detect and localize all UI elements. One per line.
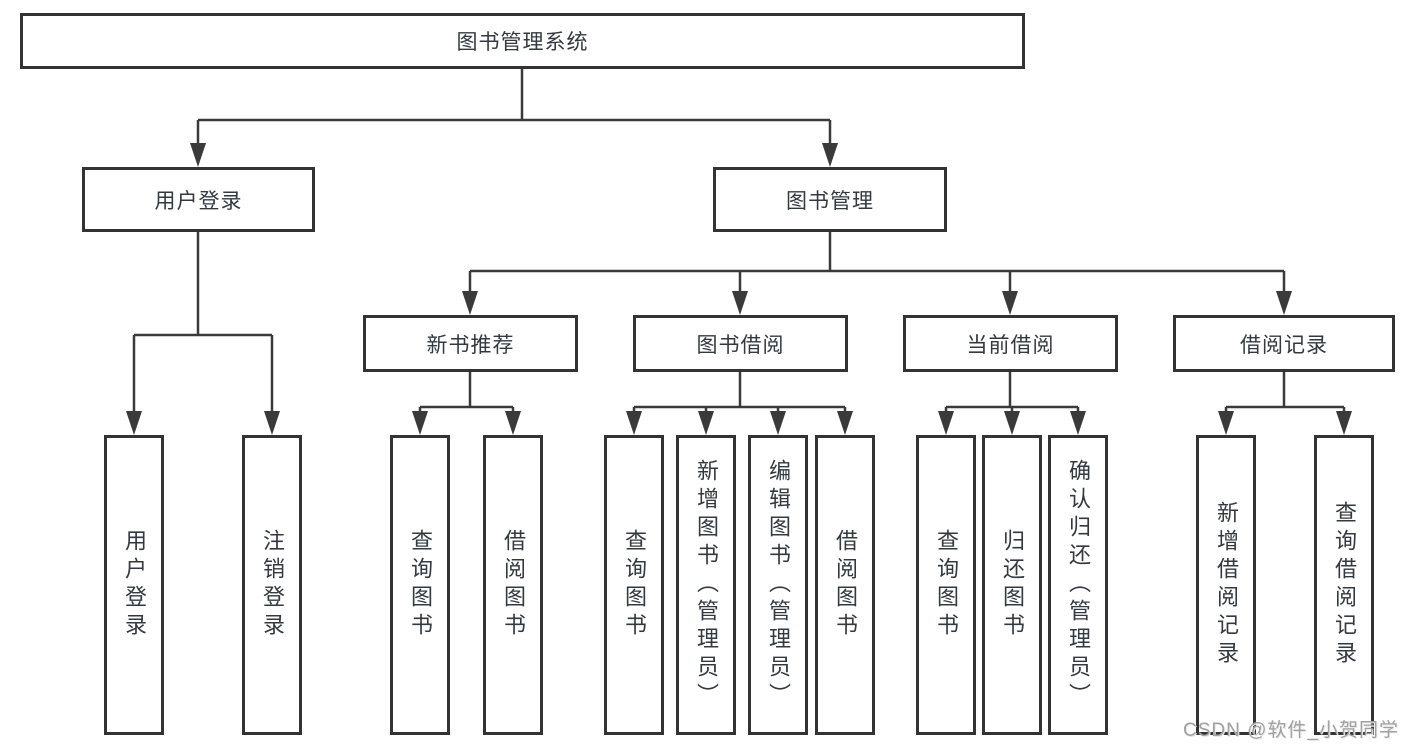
node-borrow-records: 借阅记录 (1173, 315, 1395, 372)
node-book-borrow-label: 图书借阅 (696, 333, 785, 357)
leaf-newbooks-borrow-book-label: 借阅图书 (501, 529, 526, 641)
leaf-confirm-return-admin: 确认归还（管理员） (1048, 435, 1108, 735)
leaf-user-login: 用户登录 (104, 435, 164, 735)
leaf-borrow-query-book-label: 查询图书 (622, 529, 647, 641)
leaf-newbooks-borrow-book: 借阅图书 (483, 435, 543, 735)
leaf-add-book-admin: 新增图书（管理员） (676, 435, 736, 735)
csdn-watermark: CSDN @软件_小贺同学 (1183, 720, 1399, 741)
leaf-logout: 注销登录 (242, 435, 302, 735)
leaf-edit-book-admin-label: 编辑图书（管理员） (766, 459, 791, 711)
leaf-borrow-book: 借阅图书 (815, 435, 875, 735)
leaf-borrow-book-label: 借阅图书 (833, 529, 858, 641)
leaf-current-query-book-label: 查询图书 (934, 529, 959, 641)
leaf-user-login-label: 用户登录 (122, 529, 147, 641)
leaf-return-book-label: 归还图书 (1000, 529, 1025, 641)
node-current-borrow: 当前借阅 (903, 315, 1118, 372)
leaf-confirm-return-admin-label: 确认归还（管理员） (1066, 459, 1091, 711)
leaf-current-query-book: 查询图书 (916, 435, 976, 735)
node-book-management-label: 图书管理 (786, 189, 874, 213)
node-user-login-label: 用户登录 (154, 189, 243, 213)
node-new-book-recommend: 新书推荐 (363, 315, 578, 372)
leaf-query-borrow-record: 查询借阅记录 (1314, 435, 1374, 735)
node-borrow-records-label: 借阅记录 (1240, 333, 1328, 357)
leaf-query-borrow-record-label: 查询借阅记录 (1332, 501, 1357, 669)
node-new-book-recommend-label: 新书推荐 (426, 333, 515, 357)
node-book-borrow: 图书借阅 (633, 315, 848, 372)
node-root-system-label: 图书管理系统 (456, 31, 589, 54)
leaf-add-borrow-record-label: 新增借阅记录 (1214, 501, 1239, 669)
leaf-borrow-query-book: 查询图书 (604, 435, 664, 735)
leaf-newbooks-query-book: 查询图书 (390, 435, 450, 735)
node-user-login: 用户登录 (82, 167, 315, 232)
leaf-add-book-admin-label: 新增图书（管理员） (694, 459, 719, 711)
leaf-newbooks-query-book-label: 查询图书 (408, 529, 433, 641)
node-root-system: 图书管理系统 (20, 13, 1025, 69)
leaf-return-book: 归还图书 (982, 435, 1042, 735)
node-book-management: 图书管理 (713, 167, 947, 232)
leaf-logout-label: 注销登录 (260, 529, 285, 641)
node-current-borrow-label: 当前借阅 (966, 333, 1055, 357)
leaf-edit-book-admin: 编辑图书（管理员） (748, 435, 808, 735)
leaf-add-borrow-record: 新增借阅记录 (1196, 435, 1256, 735)
